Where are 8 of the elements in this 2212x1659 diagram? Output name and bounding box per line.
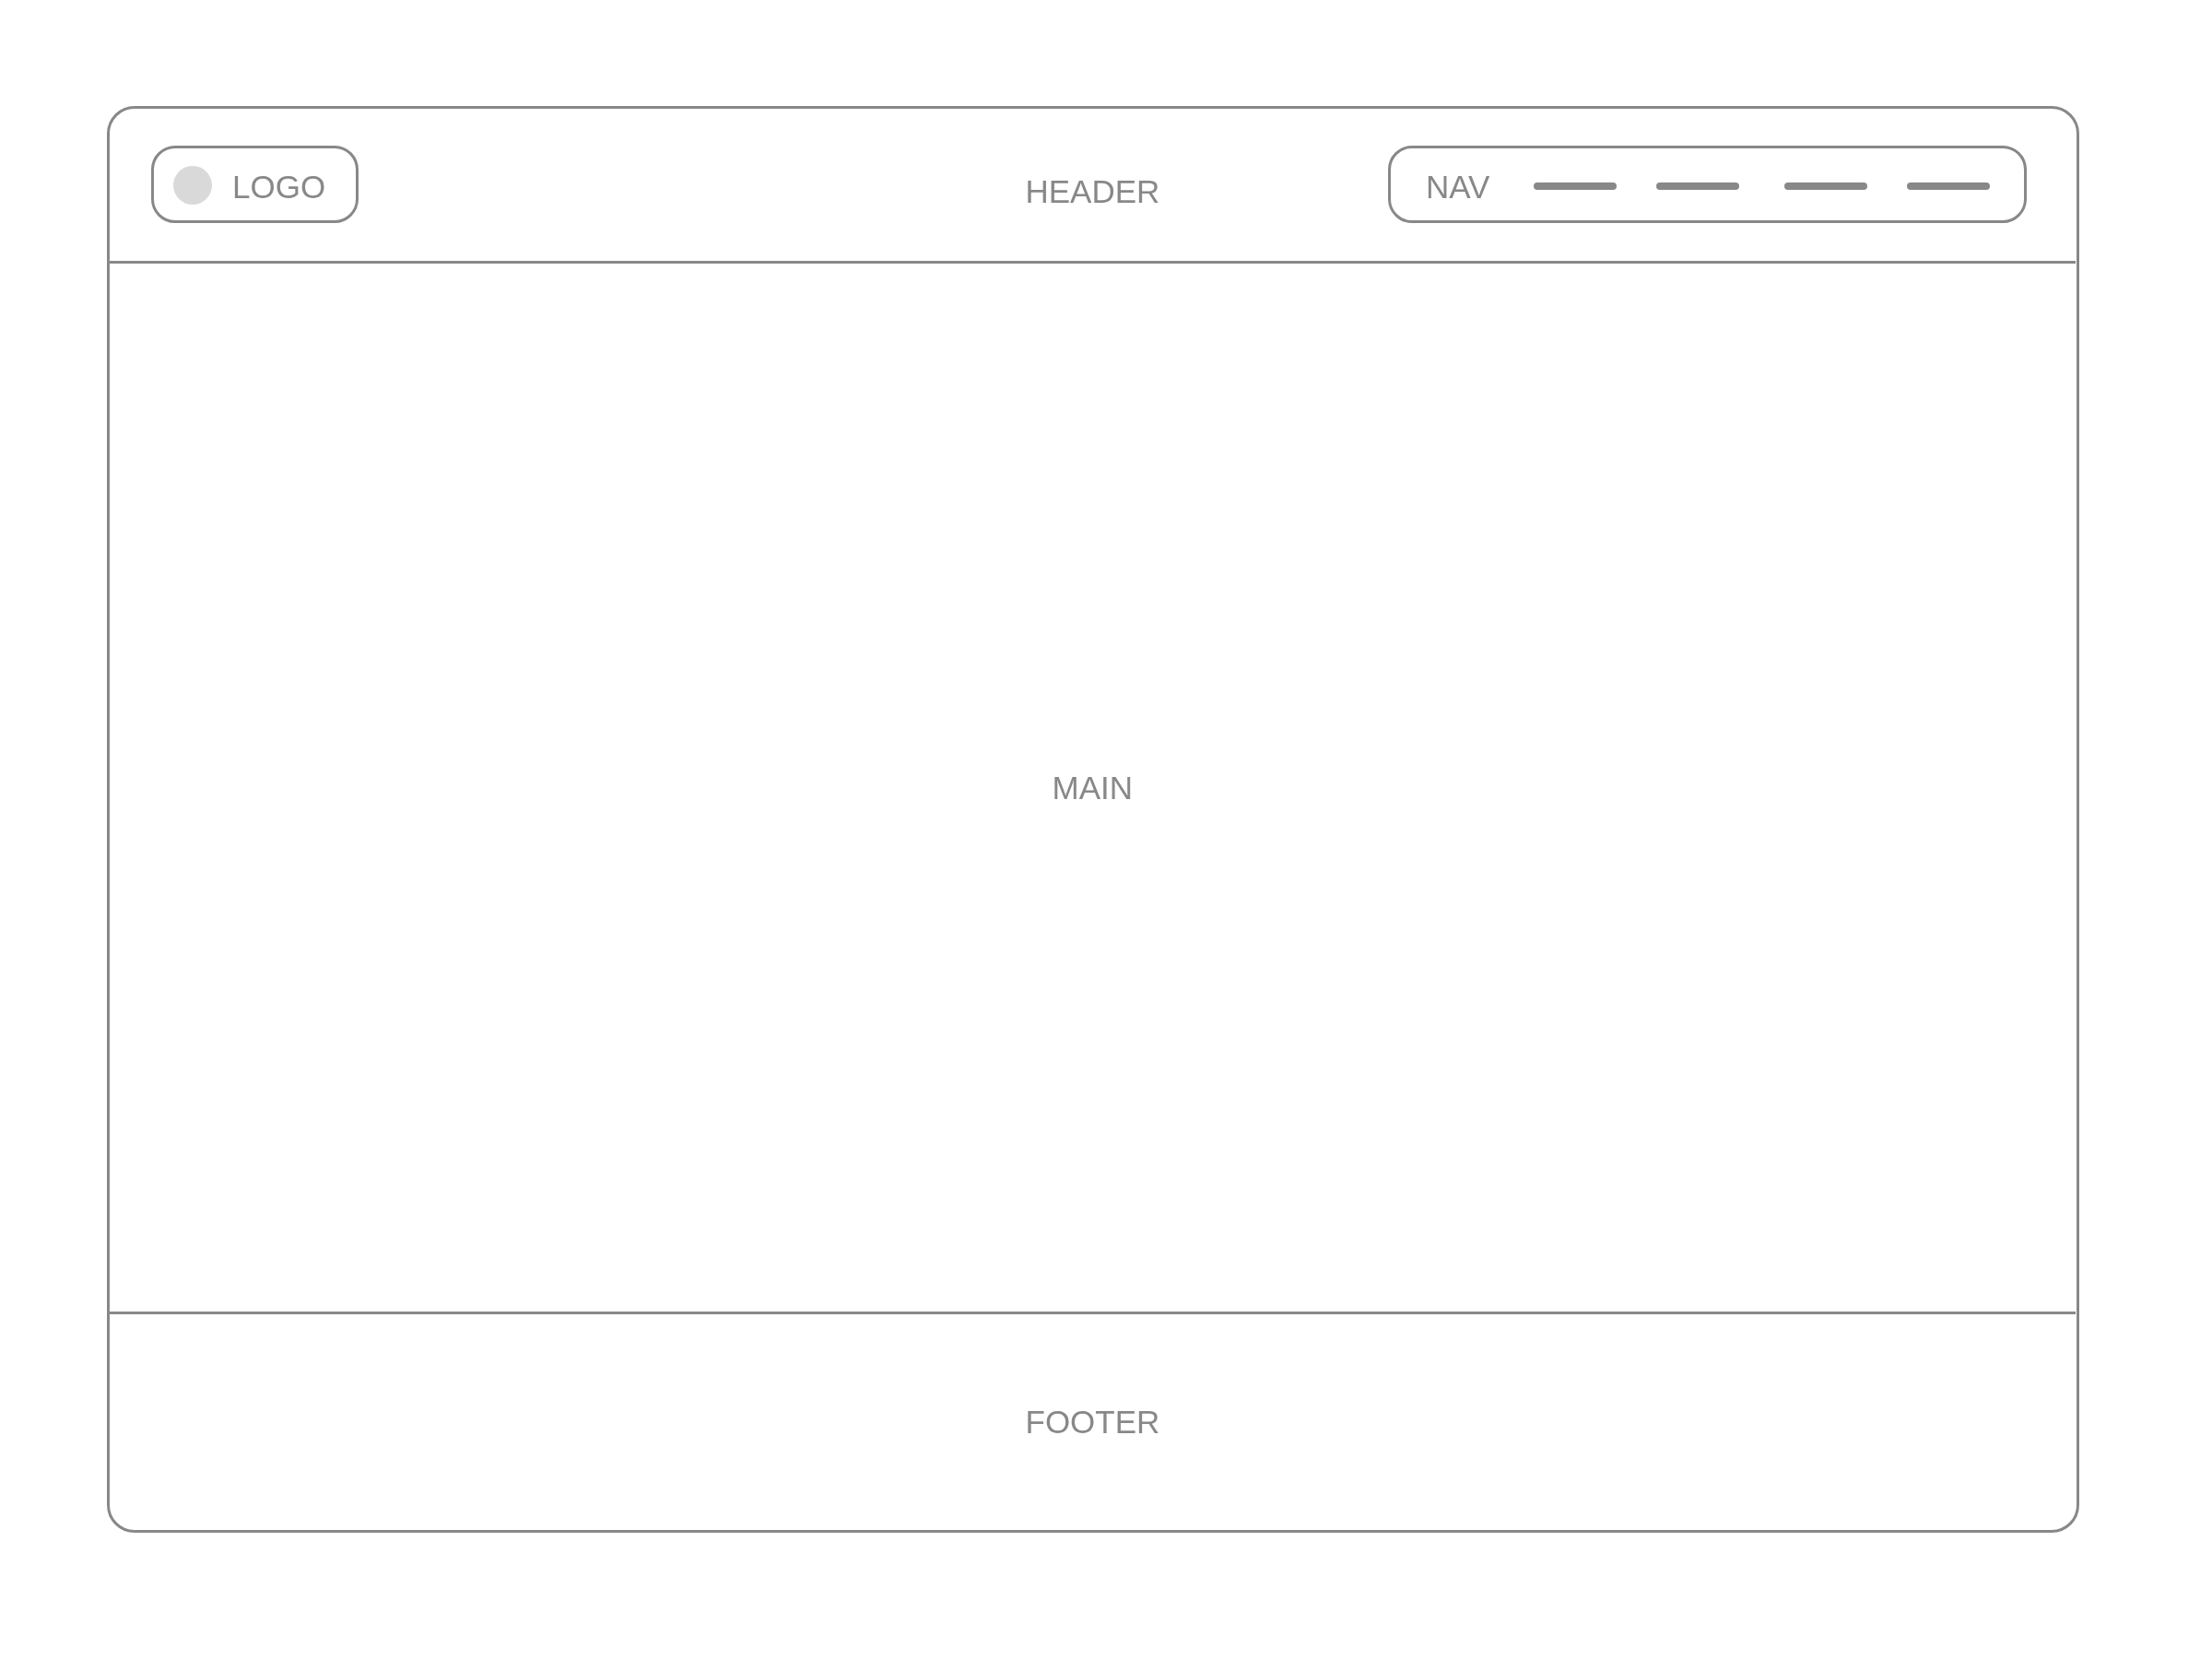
placeholder-label: LOGO (232, 171, 326, 203)
page-frame (107, 106, 2079, 1533)
header-label: HEADER (1025, 175, 1160, 207)
nav-pill (1388, 146, 2027, 223)
nav-label: NAV (1426, 171, 1490, 203)
footer-label: FOOTER (1025, 1406, 1160, 1438)
placeholder-pill (151, 146, 359, 223)
main-label: MAIN (1052, 771, 1133, 804)
